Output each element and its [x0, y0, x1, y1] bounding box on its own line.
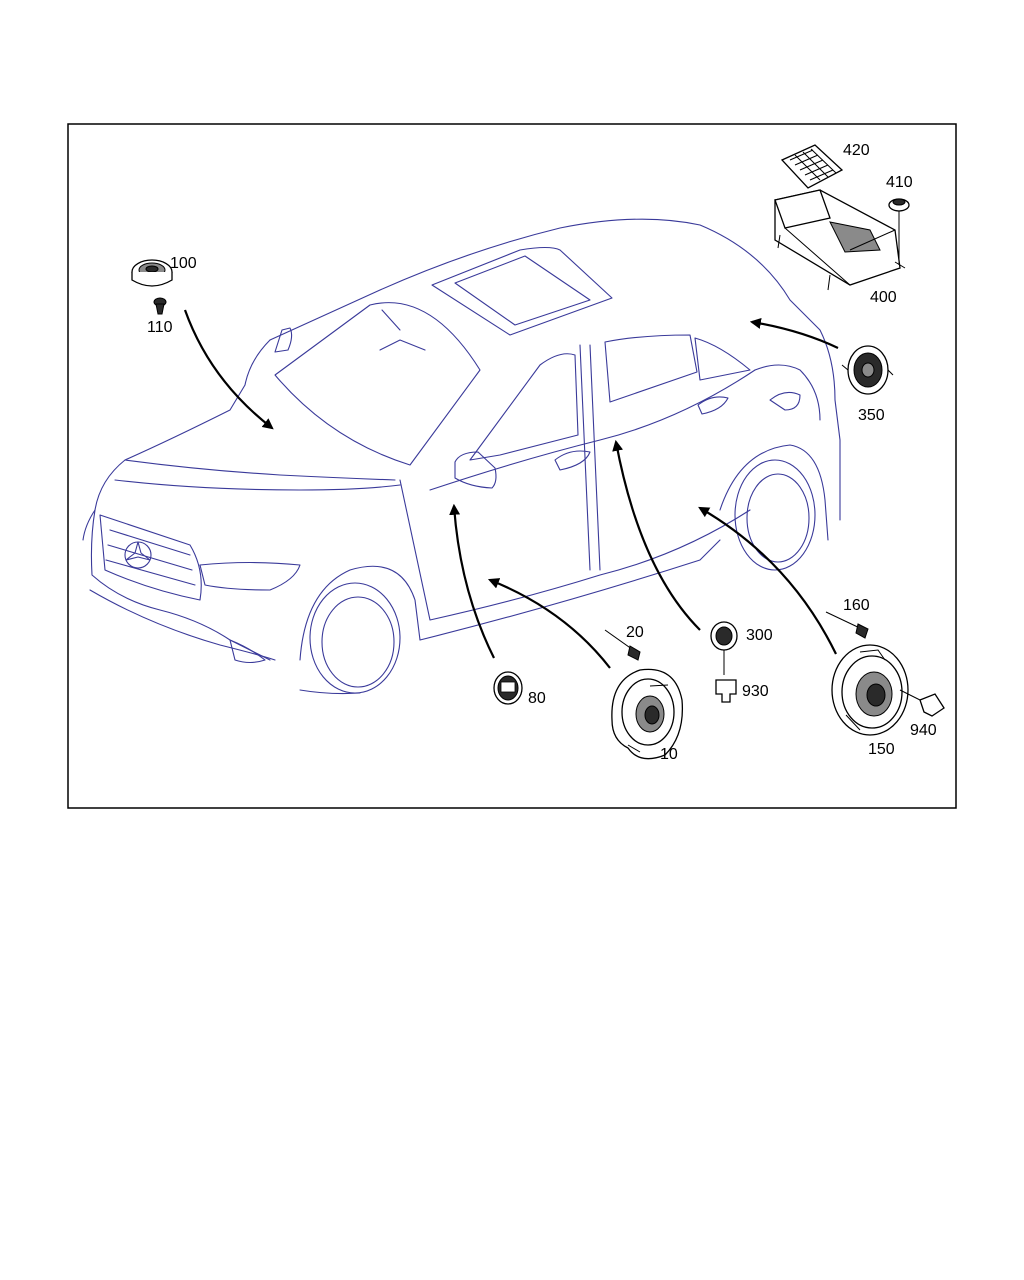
arrow-150: [698, 506, 837, 655]
label-420: 420: [843, 142, 870, 159]
part-150-woofer: [831, 644, 909, 736]
arrow-350: [749, 318, 839, 349]
arrow-100: [183, 309, 274, 430]
label-400: 400: [870, 289, 897, 306]
label-930: 930: [742, 683, 769, 700]
leader-arrows: [183, 309, 839, 669]
label-150: 150: [868, 741, 895, 758]
part-350-speaker: [841, 345, 894, 395]
part-300-speaker: [710, 621, 738, 675]
arrow-300: [612, 439, 701, 631]
label-10: 10: [660, 746, 678, 763]
label-80: 80: [528, 690, 546, 707]
part-400-control-unit: [774, 189, 906, 291]
label-350: 350: [858, 407, 885, 424]
part-410-nut: [888, 198, 910, 265]
part-100-tweeter: [131, 259, 173, 287]
part-930-connector: [715, 679, 737, 703]
label-110: 110: [147, 319, 173, 336]
part-80-speaker: [493, 671, 523, 705]
part-420-cover-plate: [780, 144, 844, 189]
arrow-80: [449, 503, 495, 659]
label-160: 160: [843, 597, 870, 614]
car-outline: [82, 218, 841, 695]
label-300: 300: [746, 627, 773, 644]
label-940: 940: [910, 722, 937, 739]
label-20: 20: [626, 624, 644, 641]
diagram-border: [67, 123, 957, 809]
part-110-clip: [153, 297, 167, 315]
part-940-connector: [899, 689, 945, 717]
arrow-10: [487, 578, 611, 669]
label-410: 410: [886, 174, 913, 191]
part-20-screw: [604, 629, 641, 661]
part-160-screw: [825, 611, 869, 639]
part-10-speaker: [611, 668, 684, 760]
label-100: 100: [170, 255, 197, 272]
part-labels: 420 410 400 100 110 350 160 20 300 930 8…: [147, 142, 937, 763]
